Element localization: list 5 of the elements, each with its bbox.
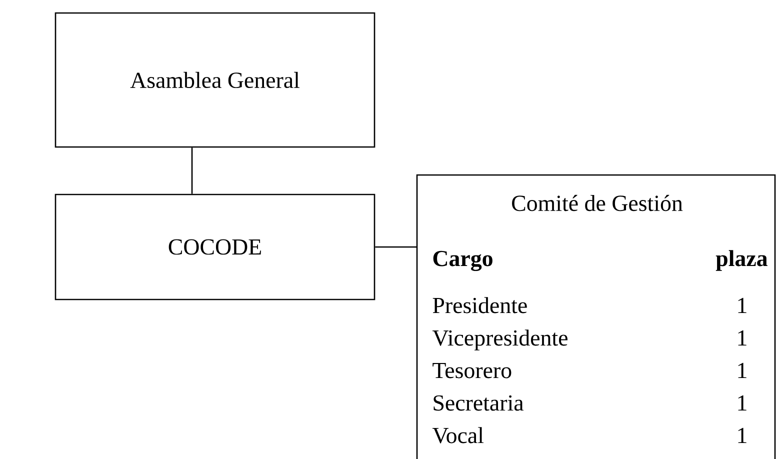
committee-table: Comité de Gestión Cargo plaza Presidente 1 Vicepresidente 1 Tesorero 1 Secretaria 1 Vocal 1 bbox=[416, 174, 776, 459]
org-box: COCODE bbox=[54, 194, 376, 300]
connector-line bbox=[375, 246, 417, 248]
org-box: Asamblea General bbox=[54, 12, 376, 148]
connector-line bbox=[191, 148, 193, 194]
